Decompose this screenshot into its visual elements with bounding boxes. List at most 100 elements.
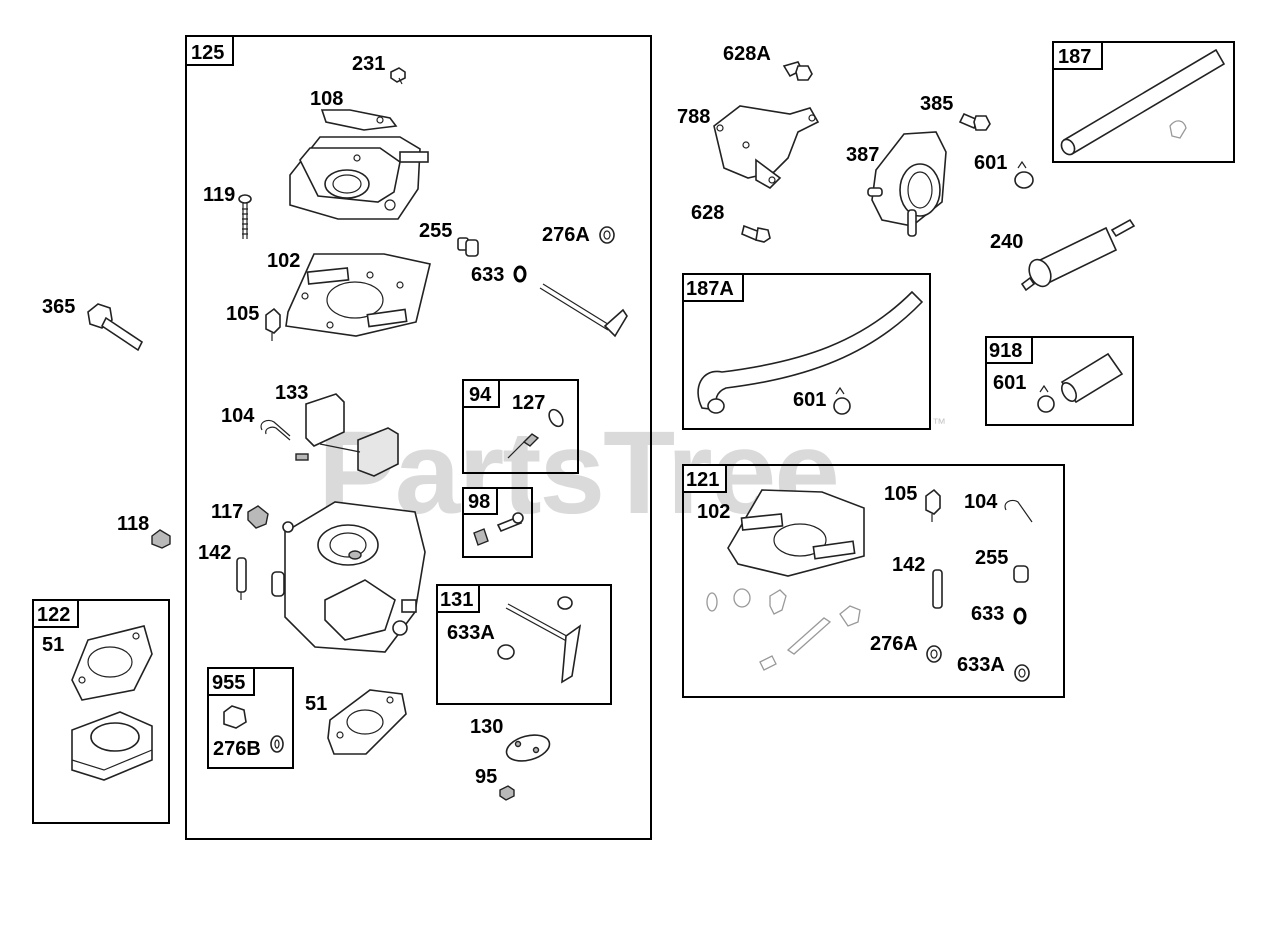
part-601-clamp[interactable] xyxy=(1014,160,1034,189)
part-throttle-shaft[interactable] xyxy=(539,283,628,338)
assembly-tag-955: 955 xyxy=(212,672,245,694)
callout-385: 385 xyxy=(920,93,953,115)
callout-788: 788 xyxy=(677,106,710,128)
part-788-bracket[interactable] xyxy=(713,105,820,189)
part-121-633A-washer[interactable] xyxy=(1014,664,1030,682)
part-276B-washer[interactable] xyxy=(270,735,284,753)
callout-240: 240 xyxy=(990,231,1023,253)
part-94-needle[interactable] xyxy=(507,433,540,459)
part-365-bolt[interactable] xyxy=(87,303,144,352)
part-187-hose[interactable] xyxy=(1059,48,1226,157)
callout-121-255: 255 xyxy=(975,547,1008,569)
part-118-plug[interactable] xyxy=(151,529,171,549)
part-51-gasket[interactable] xyxy=(327,689,407,755)
callout-121-105: 105 xyxy=(884,483,917,505)
callout-276A: 276A xyxy=(542,224,590,246)
part-918-601-clamp[interactable] xyxy=(1037,384,1055,413)
part-127-oring[interactable] xyxy=(546,407,565,429)
assembly-94[interactable]: 94 xyxy=(462,379,579,474)
callout-255: 255 xyxy=(419,220,452,242)
part-633-oring[interactable] xyxy=(513,265,527,283)
callout-121-633: 633 xyxy=(971,603,1004,625)
callout-122-51: 51 xyxy=(42,634,64,656)
assembly-121[interactable]: 121 xyxy=(682,464,1065,698)
callout-119: 119 xyxy=(203,184,235,206)
part-121-633-oring[interactable] xyxy=(1013,607,1027,625)
callout-121-633A: 633A xyxy=(957,654,1005,676)
part-98-screw[interactable] xyxy=(473,512,524,546)
callout-121-276A: 276A xyxy=(870,633,918,655)
callout-104: 104 xyxy=(221,405,255,427)
callout-628: 628 xyxy=(691,202,724,224)
callout-918-601: 601 xyxy=(993,372,1026,394)
part-105-needle[interactable] xyxy=(265,307,281,341)
callout-142: 142 xyxy=(198,542,231,564)
callout-127: 127 xyxy=(512,392,545,414)
assembly-187A[interactable]: 187A xyxy=(682,273,931,430)
part-119-screw[interactable] xyxy=(238,194,252,239)
callout-121-102: 102 xyxy=(697,501,730,523)
callout-187A-601: 601 xyxy=(793,389,826,411)
callout-276B: 276B xyxy=(213,738,261,760)
callout-133: 133 xyxy=(275,382,308,404)
assembly-131[interactable]: 131 xyxy=(436,584,612,705)
callout-102: 102 xyxy=(267,250,300,272)
part-628A-screw[interactable] xyxy=(782,61,813,81)
part-918-hose[interactable] xyxy=(1059,352,1124,404)
part-628-screw[interactable] xyxy=(741,224,771,243)
callout-601: 601 xyxy=(974,152,1007,174)
part-104-clip[interactable] xyxy=(260,419,291,441)
part-240-fuel-filter[interactable] xyxy=(1020,218,1136,292)
callout-130: 130 xyxy=(470,716,503,738)
part-385-screw[interactable] xyxy=(958,112,991,131)
part-121-faint-parts xyxy=(706,588,861,671)
part-carburetor-cover[interactable] xyxy=(289,136,429,220)
assembly-tag-125: 125 xyxy=(191,42,224,64)
assembly-125[interactable]: 125 xyxy=(185,35,652,840)
callout-95: 95 xyxy=(475,766,497,788)
assembly-122[interactable]: 122 xyxy=(32,599,170,824)
part-122-51-gasket[interactable] xyxy=(71,625,153,701)
part-142-needle[interactable] xyxy=(236,557,247,600)
assembly-98[interactable]: 98 xyxy=(462,487,533,558)
part-121-102-gasket[interactable] xyxy=(727,489,865,577)
part-130-plate[interactable] xyxy=(504,731,553,766)
assembly-tag-121: 121 xyxy=(686,469,719,491)
assembly-tag-94: 94 xyxy=(469,384,492,406)
part-131-shaft[interactable] xyxy=(497,596,582,684)
assembly-955[interactable]: 955 xyxy=(207,667,294,769)
part-122-spacer[interactable] xyxy=(71,711,153,781)
part-carburetor-body[interactable] xyxy=(271,501,426,653)
callout-51: 51 xyxy=(305,693,327,715)
part-95-screw[interactable] xyxy=(499,785,515,801)
part-187A-hose[interactable] xyxy=(697,290,924,414)
part-121-255-plug[interactable] xyxy=(1013,565,1029,583)
part-276A-washer[interactable] xyxy=(599,226,615,244)
part-133-float[interactable] xyxy=(295,393,399,477)
part-231-screw[interactable] xyxy=(390,67,406,85)
part-102-gasket[interactable] xyxy=(285,253,431,337)
part-255-plug[interactable] xyxy=(457,237,479,257)
assembly-187[interactable]: 187 xyxy=(1052,41,1235,163)
part-121-104-clip[interactable] xyxy=(1004,499,1033,523)
callout-118: 118 xyxy=(117,513,149,535)
part-121-142-needle[interactable] xyxy=(932,569,943,609)
callout-365: 365 xyxy=(42,296,75,318)
callout-108: 108 xyxy=(310,88,343,110)
callout-121-104: 104 xyxy=(964,491,998,513)
callout-633: 633 xyxy=(471,264,504,286)
part-955-plug[interactable] xyxy=(223,705,247,729)
assembly-tag-918: 918 xyxy=(989,340,1022,362)
assembly-918[interactable]: 918 xyxy=(985,336,1134,426)
callout-633A: 633A xyxy=(447,622,495,644)
part-387-fuel-pump[interactable] xyxy=(867,131,947,237)
part-187A-601-clamp[interactable] xyxy=(833,386,851,415)
part-108-gasket[interactable] xyxy=(320,109,398,131)
assembly-tag-187: 187 xyxy=(1058,46,1091,68)
callout-628A: 628A xyxy=(723,43,771,65)
part-121-276A-washer[interactable] xyxy=(926,645,942,663)
part-117-plug[interactable] xyxy=(247,505,269,529)
part-121-105-needle[interactable] xyxy=(925,488,941,522)
assembly-tag-122: 122 xyxy=(37,604,70,626)
